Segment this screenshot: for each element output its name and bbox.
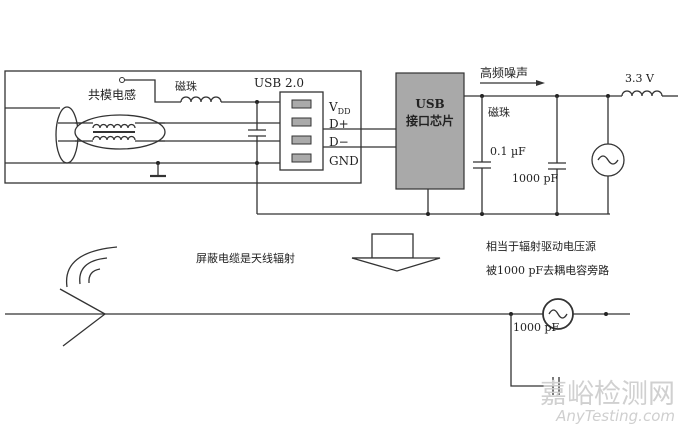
hf-noise-label: 高频噪声: [480, 65, 528, 80]
pin-dp-label: D+: [329, 117, 349, 131]
shield-ellipse: [55, 106, 79, 164]
pin-vdd-label: VDD: [328, 100, 351, 116]
bead-right-label: 磁珠: [488, 105, 510, 119]
cable-antenna-label: 屏蔽电缆是天线辐射: [196, 251, 295, 265]
down-arrow-icon: [371, 233, 414, 259]
usb-version-label: USB 2.0: [254, 76, 304, 90]
terminal: [119, 77, 125, 83]
vdd-wire: [124, 79, 181, 103]
choke-coil-bottom-icon: [92, 135, 136, 141]
cap3-label: 1000 pF: [513, 321, 560, 334]
choke-coil-top-icon: [92, 123, 136, 129]
ac-source-icon: [591, 143, 625, 177]
watermark-cn: 嘉峪检测网: [540, 379, 675, 410]
watermark-en: AnyTesting.com: [555, 407, 675, 424]
inductor-icon: [621, 90, 663, 97]
pin-gnd-label: GND: [329, 154, 359, 168]
cap1-label: 0.1 µF: [490, 145, 526, 158]
cable-assembly-box: [4, 70, 362, 184]
pin-dm-label: D−: [329, 135, 349, 149]
cm-choke-label: 共模电感: [88, 87, 136, 102]
note-line-1: 相当于辐射驱动电压源: [486, 239, 596, 253]
arrow-icon: [536, 80, 545, 86]
note-line-2: 被1000 pF去耦电容旁路: [486, 263, 609, 277]
cap2-label: 1000 pF: [512, 172, 559, 185]
ferrite-bead-left-icon: [180, 96, 222, 103]
antenna-icon: [59, 288, 107, 347]
chip-label-1: USB: [415, 97, 444, 111]
supply-label: 3.3 V: [625, 72, 655, 85]
bead-label: 磁珠: [175, 79, 197, 93]
chip-label-2: 接口芯片: [406, 113, 454, 128]
usb-interface-chip: [395, 72, 465, 190]
